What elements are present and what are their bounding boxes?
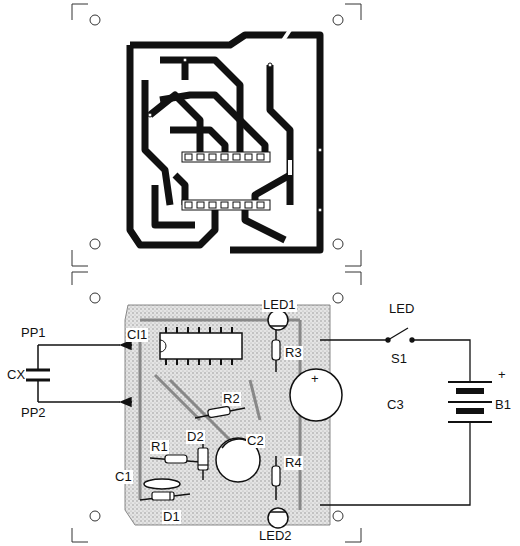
part-label: CI1 <box>126 328 148 342</box>
part-label: LED <box>388 302 415 316</box>
part-label: PP1 <box>20 326 47 340</box>
board-trace-shadows <box>140 320 300 510</box>
battery-symbol <box>448 382 492 430</box>
wiring <box>320 328 470 505</box>
part-label: R1 <box>150 440 169 454</box>
part-label: R2 <box>222 392 241 406</box>
part-label: C2 <box>246 434 265 448</box>
part-label: R4 <box>284 456 303 470</box>
part-label: B1 <box>494 398 512 412</box>
part-label: LED1 <box>262 298 297 312</box>
part-label: LED2 <box>258 529 293 543</box>
part-label: PP2 <box>20 406 47 420</box>
ic-pads <box>182 152 270 210</box>
part-label: C3 <box>386 398 405 412</box>
part-label: D2 <box>186 430 205 444</box>
part-label: + <box>310 372 320 386</box>
part-label: + <box>497 368 507 382</box>
part-label: C1 <box>114 470 133 484</box>
part-label: S1 <box>390 352 408 366</box>
pad-holes <box>148 58 322 212</box>
part-label: CX <box>6 368 26 382</box>
capacitor-symbol <box>144 369 342 489</box>
part-label: R3 <box>284 346 303 360</box>
cx-capacitor <box>26 345 132 402</box>
resistor-symbol <box>150 330 280 500</box>
corner-marks <box>72 4 361 542</box>
diode-symbol <box>140 440 208 500</box>
led-symbol <box>268 310 288 528</box>
trace-gaps <box>270 30 290 175</box>
copper-traces <box>130 35 320 250</box>
part-label: D1 <box>162 510 181 524</box>
ic-symbol <box>160 327 242 365</box>
